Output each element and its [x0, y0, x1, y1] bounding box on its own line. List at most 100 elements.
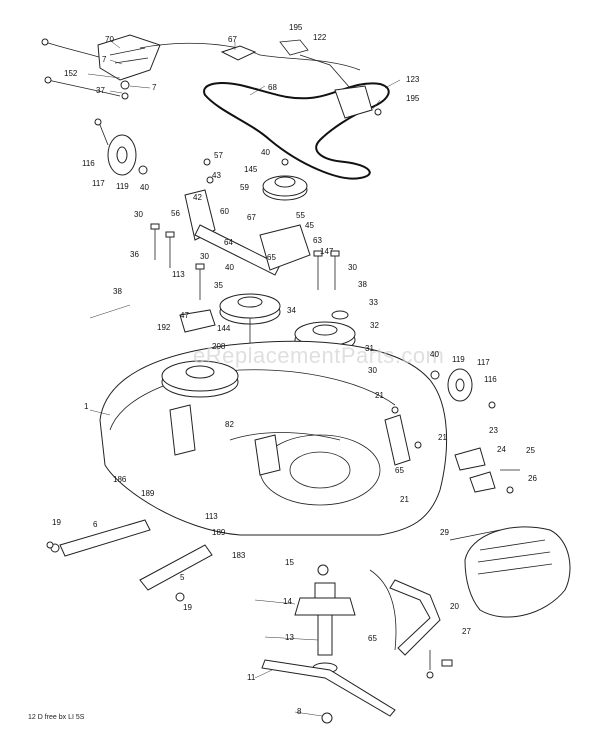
callout-30-c: 30: [348, 263, 357, 272]
callout-117-b: 117: [477, 358, 490, 367]
hardware-bottom-right: [426, 650, 453, 679]
bolt-19-left: [46, 541, 54, 549]
callout-19-b: 19: [183, 603, 192, 612]
blade-nut: [321, 712, 333, 724]
watermark: eReplacementParts.com: [193, 343, 444, 368]
callout-55: 55: [296, 211, 305, 220]
callout-123: 123: [406, 75, 420, 84]
callout-42: 42: [193, 193, 202, 202]
mower-blade: [261, 659, 396, 717]
diagram-footer-code: 12 D free bx LI 5S: [28, 714, 85, 721]
deck-hangers: [169, 404, 422, 476]
callout-38-b: 38: [358, 280, 367, 289]
idler-arm-bracket: [334, 85, 373, 119]
callout-23: 23: [489, 426, 498, 435]
engagement-bracket: [97, 34, 161, 100]
callout-5: 5: [180, 573, 185, 582]
callout-30-b: 30: [200, 252, 209, 261]
bolts-right: [313, 250, 340, 290]
callout-67: 67: [228, 35, 237, 44]
callout-labels: 70 67 195 122 152 7 7 37 68 123 195 116 …: [52, 23, 537, 716]
callout-57: 57: [214, 151, 223, 160]
callout-43: 43: [212, 171, 221, 180]
callout-34: 34: [287, 306, 296, 315]
callout-183: 183: [232, 551, 246, 560]
callout-195: 195: [289, 23, 303, 32]
callout-113-b: 113: [205, 512, 218, 521]
right-pulley-assembly: [430, 368, 496, 409]
bolts-left: [150, 223, 205, 300]
callout-195-b: 195: [406, 94, 420, 103]
callout-119: 119: [116, 182, 129, 191]
washer: [331, 310, 349, 320]
callout-145: 145: [244, 165, 258, 174]
idler-bracket: [259, 224, 311, 271]
callout-40-d: 40: [430, 350, 439, 359]
callout-122: 122: [313, 33, 327, 42]
callout-59: 59: [240, 183, 249, 192]
callout-6: 6: [93, 520, 98, 529]
center-pulley: [219, 293, 281, 360]
callout-8: 8: [297, 707, 302, 716]
lift-handle: [220, 45, 257, 61]
callout-7-b: 7: [152, 83, 157, 92]
callout-152: 152: [64, 69, 78, 78]
callout-19-a: 19: [52, 518, 61, 527]
callout-15: 15: [285, 558, 294, 567]
callout-21-a: 21: [375, 391, 384, 400]
callout-1: 1: [84, 402, 89, 411]
callout-40-b: 40: [261, 148, 270, 157]
callout-70: 70: [105, 35, 114, 44]
callout-37: 37: [96, 86, 105, 95]
callout-25: 25: [526, 446, 535, 455]
discharge-chute: [464, 526, 571, 618]
callout-65-b: 65: [395, 466, 404, 475]
callout-30-a: 30: [134, 210, 143, 219]
callout-21-c: 21: [400, 495, 409, 504]
callout-20: 20: [450, 602, 459, 611]
callout-24: 24: [497, 445, 506, 454]
callout-116-b: 116: [484, 375, 497, 384]
callout-189-b: 189: [212, 528, 226, 537]
callout-29: 29: [440, 528, 449, 537]
engagement-rod: [139, 42, 361, 71]
callout-38-a: 38: [113, 287, 122, 296]
callout-64: 64: [224, 238, 233, 247]
callout-40-a: 40: [140, 183, 149, 192]
callout-67-b: 67: [247, 213, 256, 222]
deck-belt: [203, 82, 390, 180]
callout-113: 113: [172, 270, 185, 279]
callout-45: 45: [305, 221, 314, 230]
callout-186: 186: [113, 475, 127, 484]
deck-bracket: [179, 309, 216, 333]
callout-14: 14: [283, 597, 292, 606]
leader-lines: [87, 41, 401, 717]
idler-arm: [184, 158, 281, 276]
callout-192: 192: [157, 323, 171, 332]
callout-65: 65: [267, 253, 276, 262]
callout-189-a: 189: [141, 489, 155, 498]
spindle-assembly: [294, 582, 356, 674]
callout-33: 33: [369, 298, 378, 307]
deflector-rod: [449, 529, 501, 541]
callout-47: 47: [180, 311, 189, 320]
callout-36: 36: [130, 250, 139, 259]
lift-link: [369, 569, 397, 651]
callout-11: 11: [247, 673, 256, 682]
callout-68: 68: [268, 83, 277, 92]
callout-65-c: 65: [368, 634, 377, 643]
callout-116: 116: [82, 159, 95, 168]
callout-27: 27: [462, 627, 471, 636]
callout-26: 26: [528, 474, 537, 483]
callout-119-b: 119: [452, 355, 465, 364]
callout-144: 144: [217, 324, 231, 333]
callout-7-a: 7: [102, 55, 107, 64]
callout-82: 82: [225, 420, 234, 429]
callout-35: 35: [214, 281, 223, 290]
callout-40-c: 40: [225, 263, 234, 272]
callout-147: 147: [320, 247, 334, 256]
callout-21-b: 21: [438, 433, 447, 442]
diagram-drawing: [41, 34, 571, 724]
lift-bar: [389, 579, 441, 656]
